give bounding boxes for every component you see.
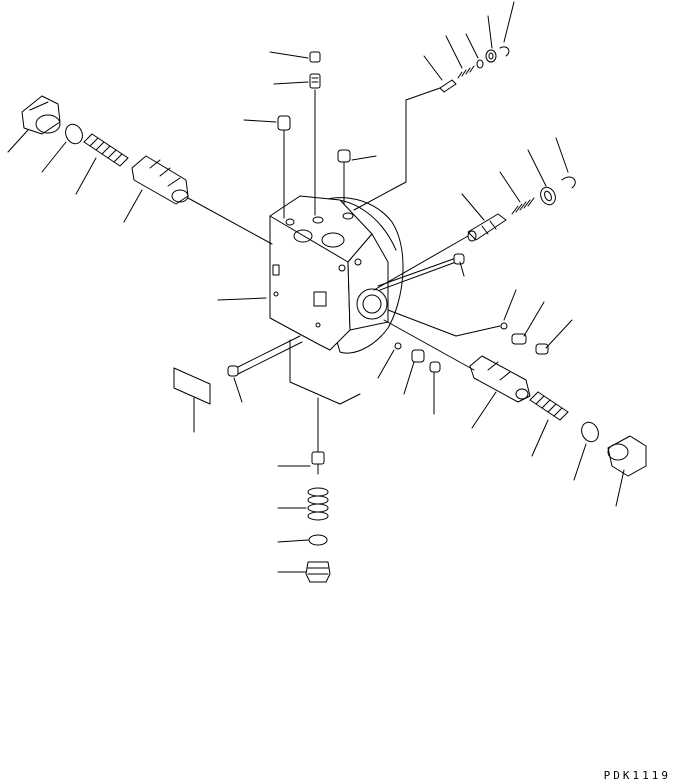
bottom-plug (305, 561, 331, 583)
right-o-ring (581, 421, 599, 443)
right-lower-axis (387, 309, 501, 337)
bottom-o-ring (308, 534, 328, 546)
top-bolt-1 (309, 51, 321, 63)
top-bolt-3 (277, 115, 291, 131)
right-mid-spring (511, 197, 535, 215)
valve-body (269, 195, 404, 354)
left-spring (83, 133, 129, 167)
right-plug (607, 435, 647, 477)
bottom-spring (307, 487, 329, 521)
bottom-bolt (311, 451, 325, 475)
left-assembly-axis (187, 197, 273, 245)
right-mid-axis (373, 235, 469, 291)
small-snap-ring (499, 46, 510, 57)
small-ring (476, 59, 484, 69)
right-ball (500, 322, 508, 330)
right-plug-a (511, 333, 527, 345)
small-nut (485, 49, 497, 63)
bottom-assembly-axis (289, 339, 361, 453)
front-plug-a (411, 349, 425, 363)
drawing-code: PDK1119 (603, 769, 671, 782)
left-o-ring (65, 123, 83, 145)
small-spring (457, 65, 475, 79)
top-bolt-2 (309, 73, 321, 89)
small-pin (439, 79, 457, 93)
leader-lines (7, 1, 625, 573)
left-valve-spool (131, 155, 189, 205)
right-spool-axis (383, 319, 475, 371)
right-mid-spool (467, 213, 507, 242)
front-plug-b (429, 361, 441, 373)
right-spring (529, 391, 569, 421)
long-bolt-lower (227, 335, 303, 377)
right-mid-cap (540, 186, 556, 206)
name-plate (173, 367, 211, 405)
front-ball (394, 342, 402, 350)
right-valve-spool (469, 355, 531, 403)
left-plug (21, 95, 61, 135)
right-mid-snap-ring (561, 176, 576, 189)
right-plug-b (535, 343, 549, 355)
top-chain-axis (353, 87, 441, 211)
top-plug-small (337, 149, 351, 163)
long-bolt-upper (377, 253, 465, 291)
